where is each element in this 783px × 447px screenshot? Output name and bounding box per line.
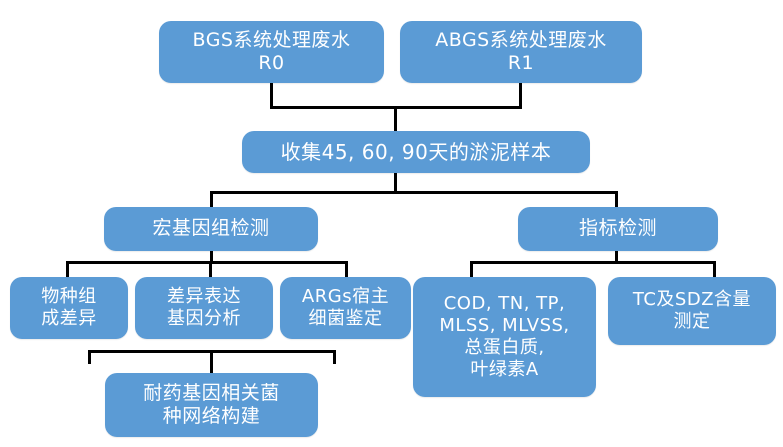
edge-abgs-down [519, 83, 522, 109]
node-bgs-system-label: BGS系统处理废水 R0 [192, 28, 351, 74]
edge-collect-down [394, 173, 397, 194]
node-species-composition-label: 物种组 成差异 [41, 286, 97, 329]
node-abgs-system[interactable]: ABGS系统处理废水 R1 [400, 21, 642, 83]
node-bgs-system[interactable]: BGS系统处理废水 R0 [159, 21, 384, 83]
edge-to-tc [713, 261, 716, 278]
edge-to-species [66, 261, 69, 278]
edge-args-up [333, 350, 336, 364]
edge-to-metagenome [210, 191, 213, 209]
edge-into-collect [394, 106, 397, 133]
edge-into-network [210, 350, 213, 373]
node-args-host-identification[interactable]: ARGs宿主 细菌鉴定 [280, 277, 411, 339]
node-deg-analysis-label: 差异表达 基因分析 [167, 286, 241, 329]
node-tc-sdz-measurement[interactable]: TC及SDZ含量 测定 [608, 277, 776, 345]
edge-metagenome-down [210, 251, 213, 264]
edge-split-bar-metagenome [66, 261, 348, 264]
node-deg-analysis[interactable]: 差异表达 基因分析 [135, 277, 273, 339]
node-arg-network-construction[interactable]: 耐药基因相关菌 种网络构建 [105, 373, 318, 437]
edge-to-args [345, 261, 348, 278]
node-metagenome-detection-label: 宏基因组检测 [152, 217, 270, 240]
edge-to-deg [209, 261, 212, 278]
edge-species-up [88, 350, 91, 364]
edge-to-index [615, 191, 618, 209]
node-abgs-system-label: ABGS系统处理废水 R1 [435, 28, 607, 74]
node-index-detection[interactable]: 指标检测 [518, 207, 718, 251]
edge-split-bar-index [470, 261, 716, 264]
node-collect-samples-label: 收集45, 60, 90天的淤泥样本 [280, 139, 552, 164]
edge-index-down [615, 251, 618, 264]
node-collect-samples[interactable]: 收集45, 60, 90天的淤泥样本 [242, 131, 590, 173]
node-tc-sdz-measurement-label: TC及SDZ含量 测定 [632, 289, 752, 332]
node-args-host-identification-label: ARGs宿主 细菌鉴定 [301, 286, 390, 329]
node-cod-indices-label: COD, TN, TP, MLSS, MLVSS, 总蛋白质, 叶绿素A [439, 293, 570, 380]
node-species-composition[interactable]: 物种组 成差异 [10, 277, 128, 339]
node-arg-network-construction-label: 耐药基因相关菌 种网络构建 [143, 381, 280, 427]
edge-to-cod [470, 261, 473, 278]
node-metagenome-detection[interactable]: 宏基因组检测 [104, 207, 318, 251]
node-index-detection-label: 指标检测 [578, 217, 657, 240]
node-cod-indices[interactable]: COD, TN, TP, MLSS, MLVSS, 总蛋白质, 叶绿素A [413, 277, 596, 397]
edge-bgs-down [270, 83, 273, 109]
edge-split-bar-level2 [210, 191, 618, 194]
